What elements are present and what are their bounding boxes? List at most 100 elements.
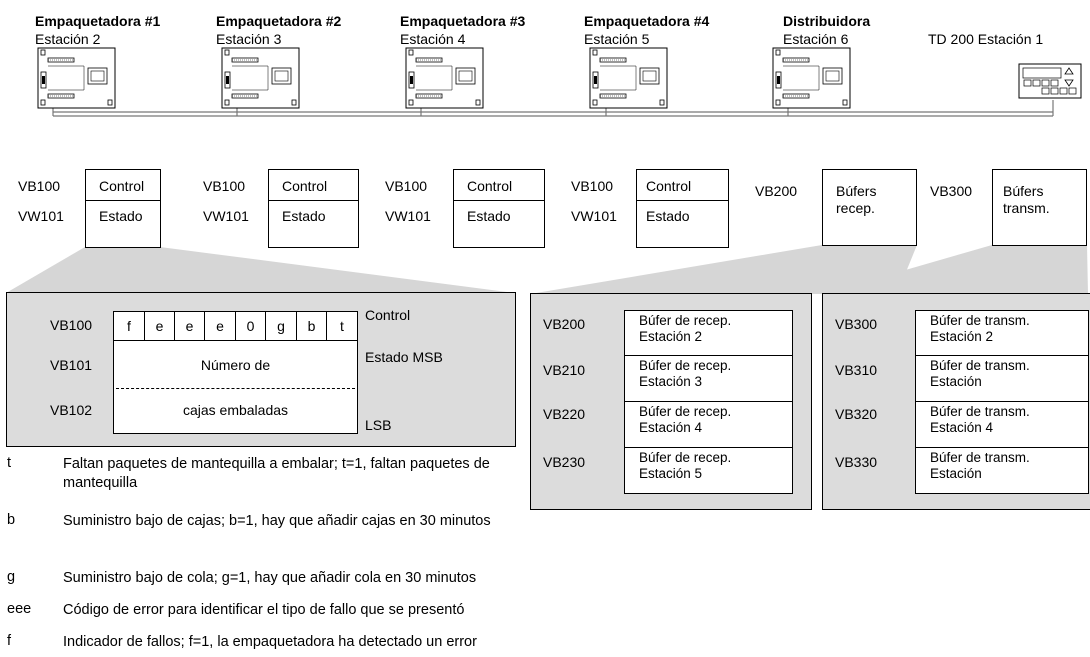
bit-cell: e	[205, 312, 236, 340]
row-addr: VB330	[835, 454, 878, 470]
row-addr: VB220	[543, 406, 586, 422]
status-detail-panel: VB100 VB101 VB102 f e e e 0 g b t Número…	[6, 292, 516, 447]
station-number: Estación 6	[783, 31, 849, 47]
tx-buffer-box: Búfer de transm. Estación 2	[915, 310, 1089, 356]
bit-cell: b	[297, 312, 327, 340]
station-name: Empaquetadora #4	[584, 13, 710, 29]
box-label: Control	[467, 178, 513, 194]
plc-station-3-icon	[221, 47, 300, 109]
rx-buffer-box: Búfer de recep. Estación 2	[624, 310, 793, 356]
bit-cell: t	[340, 318, 344, 334]
row-addr: VB101	[50, 357, 93, 373]
buffer-line: Estación	[930, 466, 982, 481]
addr-label: VB100	[18, 178, 61, 194]
rx-buffer-box: Búfer de recep. Estación 5	[624, 447, 793, 494]
box-label: transm.	[1003, 200, 1050, 216]
legend-text: Suministro bajo de cajas; b=1, hay que a…	[63, 513, 491, 529]
station-number: Estación 5	[584, 31, 650, 47]
control-status-box: Control Estado	[85, 169, 161, 248]
buffer-line: Estación 3	[639, 374, 703, 389]
box-label: Control	[646, 178, 692, 194]
row-addr: VB200	[543, 316, 586, 332]
tx-buffer-box: Búfer de transm. Estación	[915, 447, 1089, 494]
buffer-line: Búfer de recep.	[639, 358, 732, 373]
station-number: Estación 3	[216, 31, 282, 47]
row-addr: VB100	[50, 317, 93, 333]
tx-buffer-box: Búfer de transm. Estación 4	[915, 401, 1089, 448]
station-name: Empaquetadora #1	[35, 13, 161, 29]
plc-station-5-icon	[589, 47, 668, 109]
legend-text: Suministro bajo de cola; g=1, hay que añ…	[63, 570, 477, 586]
box-label: Control	[99, 178, 145, 194]
control-status-box: Control Estado	[453, 169, 545, 248]
buffer-line: Estación 4	[930, 420, 994, 435]
status-word-box: Número de cajas embaladas	[113, 340, 358, 434]
addr-label: VB100	[385, 178, 428, 194]
box-label: Estado	[282, 208, 326, 224]
bit-cell: g	[266, 312, 297, 340]
wedge-to-rx	[530, 245, 917, 294]
buffer-line: Búfer de recep.	[639, 404, 732, 419]
buffer-line: Búfer de recep.	[639, 450, 732, 465]
td200-icon	[1018, 63, 1082, 99]
row-addr: VB102	[50, 402, 93, 418]
addr-label: VW101	[203, 208, 249, 224]
rx-buffer-box: Búfer de recep. Estación 4	[624, 401, 793, 448]
buffer-line: Búfer de recep.	[639, 313, 732, 328]
byte-label: Control	[365, 307, 411, 323]
rx-buffer-box: Búfer de recep. Estación 3	[624, 355, 793, 402]
control-status-box: Control Estado	[268, 169, 359, 248]
row-addr: VB210	[543, 362, 586, 378]
addr-label: VW101	[385, 208, 431, 224]
td200-label: TD 200 Estación 1	[928, 31, 1044, 47]
station-name: Empaquetadora #3	[400, 13, 526, 29]
legend-letter: eee	[7, 601, 32, 617]
row-addr: VB310	[835, 362, 878, 378]
wedge-to-tx	[822, 245, 1088, 294]
buffer-line: Búfer de transm.	[930, 313, 1030, 328]
station-number: Estación 4	[400, 31, 466, 47]
bit-cell: e	[145, 312, 175, 340]
box-label: recep.	[836, 200, 875, 216]
buffer-line: Estación	[930, 374, 982, 389]
status-text: Número de	[200, 357, 271, 373]
buffer-line: Estación 2	[930, 329, 994, 344]
buffer-line: Búfer de transm.	[930, 358, 1030, 373]
status-text: cajas embaladas	[182, 402, 289, 418]
tx-buffers-panel: VB300 VB310 VB320 VB330 Búfer de transm.…	[822, 293, 1090, 510]
addr-label: VB200	[755, 183, 798, 199]
addr-label: VW101	[18, 208, 64, 224]
control-byte-bits: f e e e 0 g b t	[113, 311, 358, 341]
station-number: Estación 2	[35, 31, 101, 47]
legend-letter: g	[7, 569, 16, 585]
byte-label: LSB	[365, 417, 392, 433]
wedge-to-detail	[6, 247, 515, 293]
box-label: Búfers	[1003, 183, 1044, 199]
addr-label: VB100	[571, 178, 614, 194]
buffer-line: Estación 4	[639, 420, 703, 435]
buffer-line: Estación 2	[639, 329, 703, 344]
row-addr: VB320	[835, 406, 878, 422]
byte-label: Estado MSB	[365, 349, 443, 365]
row-addr: VB230	[543, 454, 586, 470]
legend-text: Indicador de fallos; f=1, la empaquetado…	[63, 634, 477, 650]
legend-text: Faltan paquetes de mantequilla a embalar…	[63, 456, 490, 491]
legend-letter: t	[7, 455, 12, 471]
plc-station-6-icon	[772, 47, 851, 109]
rx-buffers-box: Búfers recep.	[822, 169, 917, 246]
addr-label: VB300	[930, 183, 973, 199]
box-label: Búfers	[836, 183, 877, 199]
plc-station-4-icon	[405, 47, 484, 109]
buffer-line: Búfer de transm.	[930, 450, 1030, 465]
control-status-box: Control Estado	[636, 169, 729, 248]
box-label: Estado	[467, 208, 511, 224]
addr-label: VB100	[203, 178, 246, 194]
box-label: Control	[282, 178, 328, 194]
legend-text: Código de error para identificar el tipo…	[63, 602, 465, 618]
buffer-line: Estación 5	[639, 466, 703, 481]
tx-buffer-box: Búfer de transm. Estación	[915, 355, 1089, 402]
bit-cell: f	[114, 312, 145, 340]
bit-cell: 0	[236, 312, 266, 340]
box-label: Estado	[646, 208, 690, 224]
